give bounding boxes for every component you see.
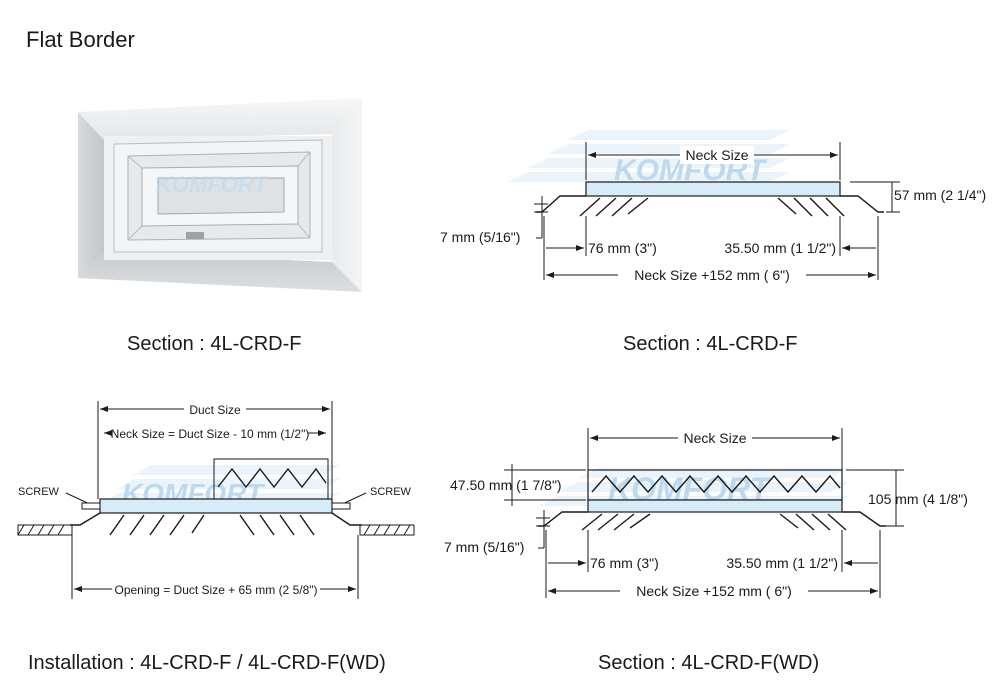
wd-overall-label: Neck Size +152 mm ( 6") xyxy=(636,583,792,599)
right-margin-label: 35.50 mm (1 1/2") xyxy=(724,240,836,256)
wd-neck-size-label: Neck Size xyxy=(683,430,746,446)
neck-size-label: Neck Size xyxy=(685,147,748,163)
left-margin-label: 76 mm (3") xyxy=(588,240,657,256)
section-drawing-4l-crd-f-wd: KOMFORT Neck Size 47.50 mm (1 7/8") 105 … xyxy=(444,428,968,600)
installation-neck-label: Neck Size = Duct Size - 10 mm (1/2") xyxy=(111,427,310,441)
damper-height-label: 47.50 mm (1 7/8") xyxy=(450,477,562,493)
overall-label: Neck Size +152 mm ( 6") xyxy=(634,267,790,283)
page-title: Flat Border xyxy=(26,27,135,52)
wd-lip-label: 7 mm (5/16") xyxy=(444,539,524,555)
screw-label-left: SCREW xyxy=(18,486,60,498)
lip-label: 7 mm (5/16") xyxy=(440,229,520,245)
installation-drawing: KOMFORT Duct Size Neck Size = Duct Size … xyxy=(17,401,415,599)
caption-installation: Installation : 4L-CRD-F / 4L-CRD-F(WD) xyxy=(28,652,386,674)
photo-watermark: KOMFORT xyxy=(156,172,268,197)
screw-label-right: SCREW xyxy=(370,486,412,498)
section-drawing-4l-crd-f: KOMFORT Neck Size 57 mm (2 1/4") 7 mm (5… xyxy=(440,130,986,284)
wd-right-margin-label: 35.50 mm (1 1/2") xyxy=(726,555,838,571)
total-height-label: 105 mm (4 1/8") xyxy=(868,491,968,507)
caption-section-top: Section : 4L-CRD-F xyxy=(623,333,798,355)
diffuser-photo: KOMFORT xyxy=(78,98,362,292)
caption-photo: Section : 4L-CRD-F xyxy=(127,333,302,355)
wd-left-margin-label: 76 mm (3") xyxy=(590,555,659,571)
opening-label: Opening = Duct Size + 65 mm (2 5/8") xyxy=(114,583,317,597)
duct-size-label: Duct Size xyxy=(189,403,241,417)
height-label: 57 mm (2 1/4") xyxy=(894,187,986,203)
caption-section-wd: Section : 4L-CRD-F(WD) xyxy=(598,652,820,674)
